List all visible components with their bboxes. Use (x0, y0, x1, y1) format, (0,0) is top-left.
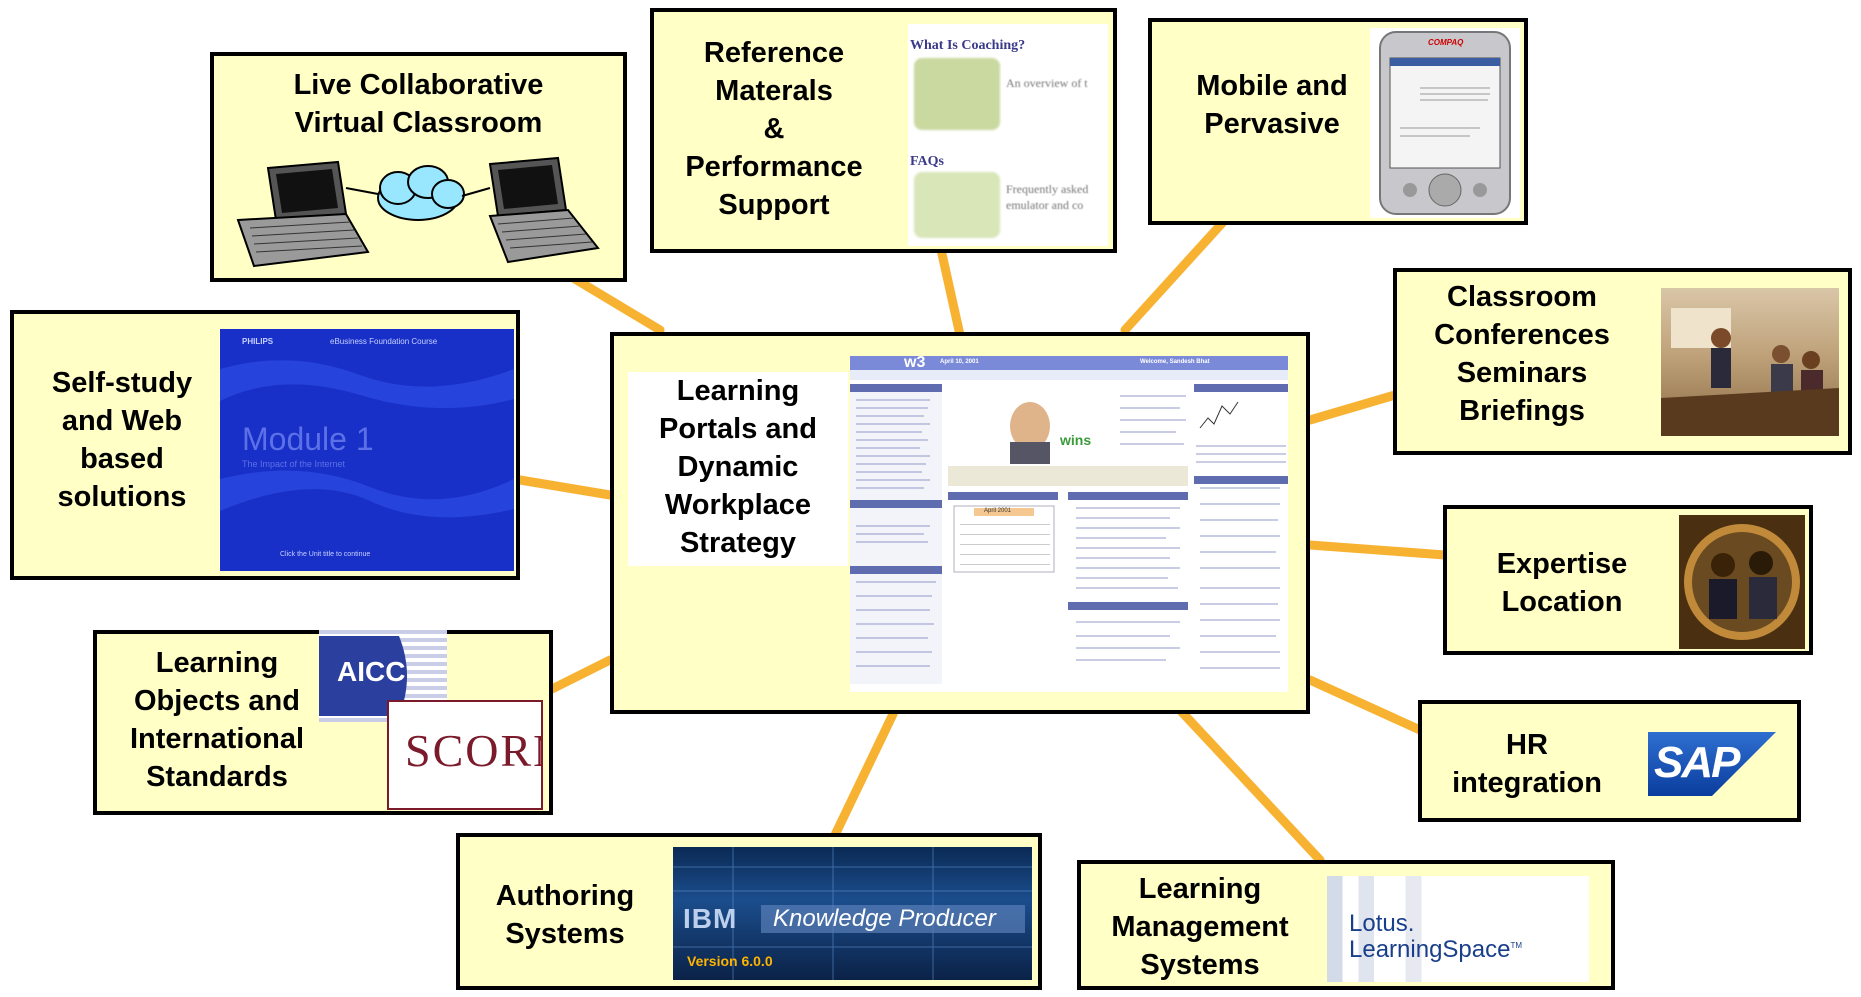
lotus-learningspace-logo: Lotus. LearningSpaceTM (1327, 876, 1589, 982)
aicc-logo: AICC (319, 630, 447, 722)
coach-image (914, 58, 1000, 130)
connector-classroom (1305, 390, 1400, 425)
ref-text-1: An overview of t (1006, 76, 1088, 90)
version-text: Version 6.0.0 (687, 953, 773, 969)
compaq-brand: COMPAQ (1428, 38, 1464, 47)
ibm-text: IBM (683, 903, 738, 934)
knowledge-producer-splash: IBM Knowledge Producer Version 6.0.0 (673, 847, 1032, 980)
portal-welcome: Welcome, Sandesh Bhat (1140, 359, 1210, 365)
connector-mobile (1120, 215, 1230, 335)
laptop-icon (236, 160, 370, 268)
module-title: Module 1 (242, 421, 374, 457)
laptop-icon (488, 156, 600, 264)
faq-image (914, 172, 1000, 238)
ref-text-2: Frequently asked (1006, 182, 1089, 196)
laptops-cloud-illustration (236, 156, 600, 268)
portal-logo: w3 (904, 356, 926, 371)
portal-screenshot: w3 April 10, 2001 Welcome, Sandesh Bhat … (850, 356, 1288, 692)
pda-device: COMPAQ (1370, 28, 1520, 218)
meeting-photo (1661, 288, 1839, 436)
product-name: Knowledge Producer (773, 905, 996, 932)
connector-hr (1305, 675, 1425, 735)
connector-reference (935, 240, 965, 340)
course-text: eBusiness Foundation Course (330, 337, 438, 346)
brand-text: PHILIPS (242, 337, 274, 346)
connector-expertise (1305, 540, 1450, 560)
lotus-line2: LearningSpaceTM (1349, 936, 1523, 963)
connector-learning-objects (545, 655, 615, 695)
module-footer: Click the Unit title to continue (280, 551, 371, 558)
aicc-text: AICC (337, 656, 406, 687)
sap-logo: SAP (1648, 732, 1776, 796)
scorm-logo: SCORM (387, 700, 543, 810)
module-screenshot: PHILIPS eBusiness Foundation Course Modu… (220, 329, 514, 571)
ref-text-3: emulator and co (1006, 198, 1084, 212)
connector-self-study (515, 475, 615, 500)
scorm-text: SCORM (405, 725, 541, 776)
cloud-icon (377, 165, 465, 221)
portal-wins: wins (1060, 432, 1092, 448)
expertise-photo (1679, 515, 1805, 649)
connector-lms (1175, 705, 1325, 865)
ref-question-1: What Is Coaching? (910, 38, 1026, 53)
lotus-line1: Lotus. (1349, 910, 1415, 937)
connector-authoring (830, 705, 900, 840)
module-subtitle: The Impact of the Internet (242, 459, 346, 469)
sap-text: SAP (1654, 738, 1740, 787)
portal-month: April 2001 (984, 508, 1012, 514)
ref-question-2: FAQs (910, 154, 944, 169)
portal-date: April 10, 2001 (940, 359, 979, 365)
reference-screenshot: What Is Coaching? An overview of t FAQs … (908, 24, 1108, 246)
